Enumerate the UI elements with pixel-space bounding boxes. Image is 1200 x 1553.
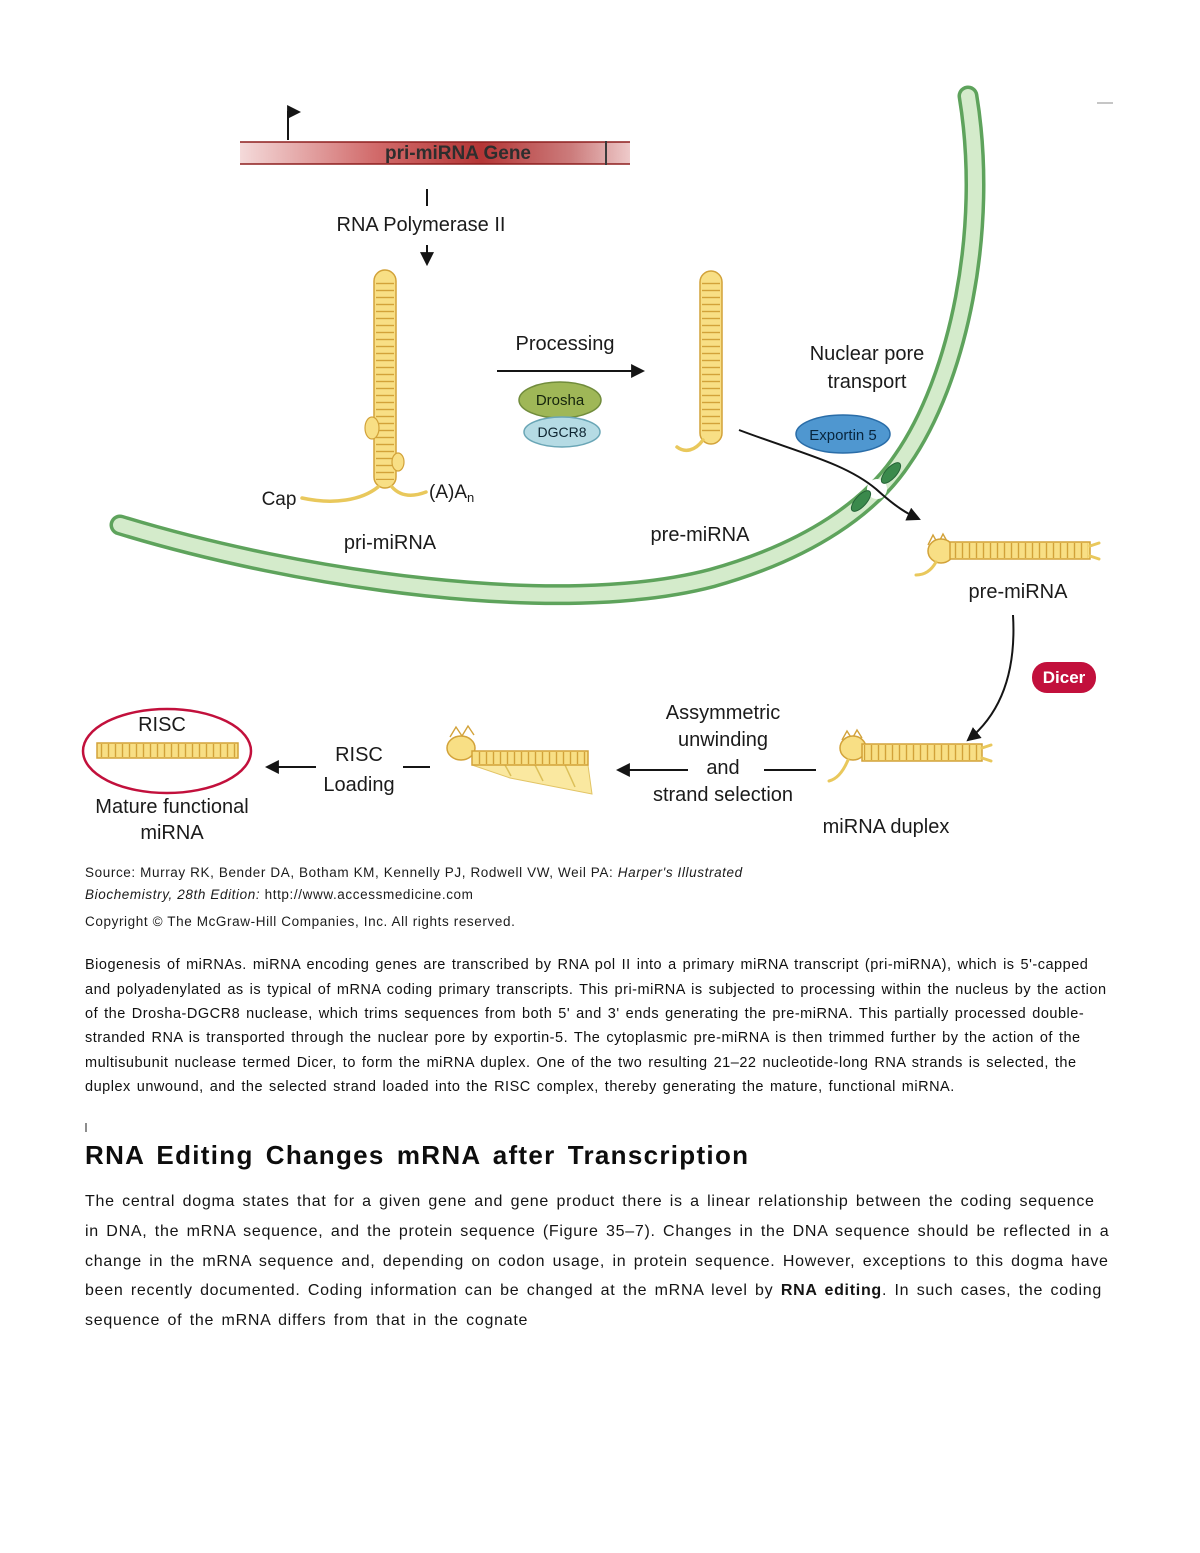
source-title-italic: Harper's Illustrated Biochemistry, 28th … [85,865,743,902]
stem-bulge [391,452,405,472]
unwinding-label-4: strand selection [653,784,793,806]
unwinding-label-1: Assymmetric [666,702,780,724]
dicer-step: Dicer [966,614,1096,742]
unwinding-label-3: and [706,757,739,779]
source-url: http://www.accessmedicine.com [260,886,474,902]
polya-subscript: n [467,490,474,505]
pri-mirna-gene: pri-miRNA Gene [240,105,630,165]
dicer-arrow [966,614,1015,742]
mirna-biogenesis-diagram: pri-miRNA Gene RNA Polymerase II Cap (A)… [81,85,1113,844]
rna-polymerase-label: RNA Polymerase II [337,214,506,236]
rna-polymerase-step: RNA Polymerase II [337,189,506,267]
nuclear-pore-label-1: Nuclear pore [810,343,925,365]
gene-label: pri-miRNA Gene [385,143,531,164]
mature-mirna-label-2: miRNA [140,822,204,844]
pri-mirna-structure [300,269,428,503]
nuclear-pore-label-2: transport [828,371,907,393]
dgcr8-oval [523,416,601,448]
risc-loading-label-1: RISC [335,744,383,766]
pre-mirna-cytoplasm-structure [914,532,1101,577]
polya-strand [390,485,428,498]
text-column: Source: Murray RK, Bender DA, Botham KM,… [0,862,1200,1335]
pre-mirna-cytoplasm-label: pre-miRNA [969,581,1069,603]
unwound-strand-structure [446,724,593,795]
mature-mirna-label-1: Mature functional [95,796,248,818]
nuclear-pore-transport: Nuclear pore transport Exportin 5 [738,343,925,521]
pore-protein-icon [850,490,872,512]
exportin-oval [795,414,891,454]
source-text: Source: Murray RK, Bender DA, Botham KM,… [85,865,618,880]
cap-strand [300,485,380,503]
pre-mirna-nucleus-label: pre-miRNA [651,524,751,546]
cap-label: Cap [262,489,297,510]
paragraph-keyword: RNA editing [780,1282,882,1300]
paragraph-text-1: The central dogma states that for a give… [85,1193,1110,1300]
figure-copyright: Copyright © The McGraw-Hill Companies, I… [85,914,516,930]
risc-loading-step: RISC Loading [264,744,430,796]
mirna-duplex-structure [827,728,993,783]
gene-bar [240,142,630,164]
dicer-label: Dicer [1043,668,1086,687]
processing-label: Processing [516,333,615,355]
pre-mirna-nucleus-structure [675,270,723,453]
figure-source: Source: Murray RK, Bender DA, Botham KM,… [85,862,750,905]
section-heading: RNA Editing Changes mRNA after Transcrip… [85,1140,750,1171]
transcription-start-arrow [287,105,302,140]
risc-label: RISC [138,714,186,736]
risc-loading-label-2: Loading [323,774,394,796]
risc-complex: RISC [81,707,253,795]
stray-mark [85,1123,87,1133]
exportin-label: Exportin 5 [809,427,877,444]
transport-arrow [738,429,921,521]
drosha-label: Drosha [536,392,585,409]
pre-mirna-tail [675,438,705,453]
dgcr8-label: DGCR8 [537,424,586,440]
figure-caption: Biogenesis of miRNAs. miRNA encoding gen… [85,957,1107,1095]
dicer-badge [1032,662,1096,693]
polya-label: (A)An [429,482,474,505]
pri-mirna-label: pri-miRNA [344,532,437,554]
unwinding-label-2: unwinding [678,729,768,751]
mirna-duplex-label: miRNA duplex [823,816,950,838]
unwound-fan [471,764,593,795]
processing-step: Processing Drosha DGCR8 [497,333,646,448]
paragraph-text-2: . In such cases, the coding sequence of … [85,1282,1103,1329]
unwinding-step: Assymmetric unwinding and strand selecti… [615,702,816,806]
stem-bulge [364,416,380,440]
section-paragraph: The central dogma states that for a give… [85,1187,1115,1335]
polya-text: (A)A [429,482,467,503]
risc-outline [81,707,253,795]
pore-protein-icon [880,462,902,484]
